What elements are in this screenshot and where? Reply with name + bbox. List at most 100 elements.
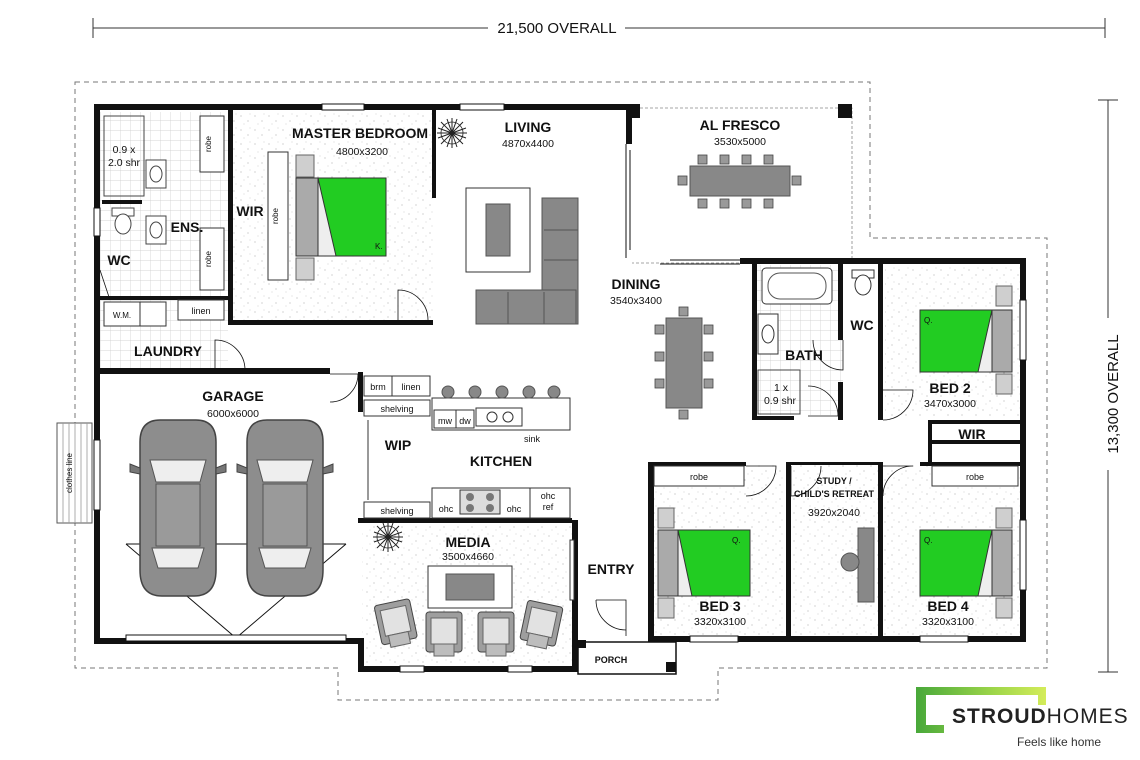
bed3-size: 3320x3100 (694, 616, 746, 628)
wc-ens-label: WC (107, 252, 130, 268)
dining-size: 3540x3400 (610, 295, 662, 307)
bed3-size-label: Q. (732, 536, 740, 545)
brm-label: brm (370, 382, 386, 392)
door-swings (99, 269, 914, 636)
bed4-size-label: Q. (924, 536, 932, 545)
bed3-label: BED 3 (699, 598, 740, 614)
master-bedroom-label: MASTER BEDROOM (292, 125, 428, 141)
porch-area (577, 641, 677, 675)
robe-label-bed4: robe (966, 472, 984, 482)
wir-master-label: WIR (236, 203, 263, 219)
al-fresco-table (677, 154, 802, 209)
kitchen-island (431, 385, 571, 431)
linen-cupboard-laundry (177, 299, 225, 321)
porch-label: PORCH (595, 655, 628, 665)
porch-post-left (578, 640, 586, 648)
ens-shower-line1: 0.9 x (113, 144, 137, 156)
bath-label: BATH (785, 347, 823, 363)
wir-bed2-label: WIR (958, 426, 985, 442)
robe-label-wir: robe (271, 207, 280, 224)
windows (93, 103, 1027, 673)
bath-fixtures (757, 267, 875, 415)
porch-post-right (666, 662, 676, 672)
laundry-label: LAUNDRY (134, 343, 203, 359)
wc-bath-label: WC (850, 317, 873, 333)
ens-label: ENS. (171, 219, 204, 235)
brand-logo: STROUDHOMES Feels like home (912, 683, 1128, 753)
garage-label: GARAGE (202, 388, 263, 404)
bed2-label: BED 2 (929, 380, 970, 396)
clothes-line: clothes line (56, 422, 93, 524)
brand-name-bold: STROUD (952, 705, 1047, 728)
ohc-label-mid: ohc (507, 504, 522, 514)
study-desk (840, 527, 875, 603)
study-size: 3920x2040 (808, 507, 860, 519)
bed4-size: 3320x3100 (922, 616, 974, 628)
wip-shelving (363, 375, 431, 519)
ohc-label-right: ohc (541, 491, 556, 501)
media-furniture (373, 565, 564, 657)
wm-label: W.M. (113, 311, 131, 320)
master-bed (295, 154, 387, 281)
robe-label-bed3: robe (690, 472, 708, 482)
study-label-line1: STUDY / (816, 476, 852, 486)
bed4-robe (931, 465, 1019, 487)
car-right (236, 419, 334, 597)
bed3-robe (653, 465, 745, 487)
brand-name-light: HOMES (1046, 705, 1129, 728)
living-plant-icon (436, 117, 468, 149)
bed4-bed (919, 507, 1013, 619)
media-size: 3500x4660 (442, 551, 494, 563)
master-bedroom-size: 4800x3200 (336, 146, 388, 158)
inner-walls (100, 110, 1022, 640)
bath-shower-line1: 1 x (774, 382, 789, 394)
ensuite-fixtures: 0.9 x 2.0 shr (103, 115, 225, 291)
study-label-line2: CHILD'S RETREAT (794, 489, 874, 499)
al-fresco-size: 3530x5000 (714, 136, 766, 148)
washing-machine (103, 301, 141, 327)
overall-depth-dimension: 13,300 OVERALL (1098, 99, 1122, 673)
bed4-label: BED 4 (927, 598, 968, 614)
linen-label-laundry: linen (191, 306, 210, 316)
dining-label: DINING (612, 276, 661, 292)
kitchen-label: KITCHEN (470, 453, 532, 469)
ref-label: ref (543, 502, 554, 512)
shelving-label-bottom: shelving (380, 506, 413, 516)
clothes-line-label: clothes line (65, 452, 74, 493)
robe-label-ens-top: robe (204, 135, 213, 152)
living-furniture (465, 187, 579, 325)
mw-label: mw (438, 416, 452, 426)
overall-width-dimension: 21,500 OVERALL (92, 18, 1106, 38)
brand-tagline: Feels like home (1017, 735, 1102, 749)
living-size: 4870x4400 (502, 138, 554, 150)
overall-width-label: 21,500 OVERALL (497, 20, 616, 37)
laundry-tub (139, 301, 167, 327)
bath-shower-line2: 0.9 shr (764, 395, 797, 407)
living-label: LIVING (505, 119, 552, 135)
car-left (129, 419, 227, 597)
media-plant-icon (372, 521, 404, 553)
al-fresco-label: AL FRESCO (700, 117, 781, 133)
garage-size: 6000x6000 (207, 408, 259, 420)
bed2-size-label: Q. (924, 316, 932, 325)
bed2-bed (919, 285, 1013, 395)
dining-table (654, 306, 714, 420)
dw-label: dw (459, 416, 471, 426)
master-bed-size-label: K. (375, 242, 383, 251)
alfresco-sliding-door (625, 144, 740, 265)
media-window (569, 539, 575, 601)
media-label: MEDIA (445, 534, 490, 550)
garage-door-opening (125, 634, 347, 642)
overall-depth-label: 13,300 OVERALL (1105, 334, 1122, 453)
shelving-label-top: shelving (380, 404, 413, 414)
wir-robe-rail (267, 151, 289, 281)
kitchen-bench (431, 487, 571, 519)
ohc-label-left: ohc (439, 504, 454, 514)
linen-label-wip: linen (401, 382, 420, 392)
robe-label-ens-bottom: robe (204, 250, 213, 267)
entry-label: ENTRY (588, 561, 636, 577)
wip-label: WIP (385, 437, 411, 453)
bed2-size: 3470x3000 (924, 398, 976, 410)
brand-name: STROUDHOMES (952, 705, 1129, 729)
